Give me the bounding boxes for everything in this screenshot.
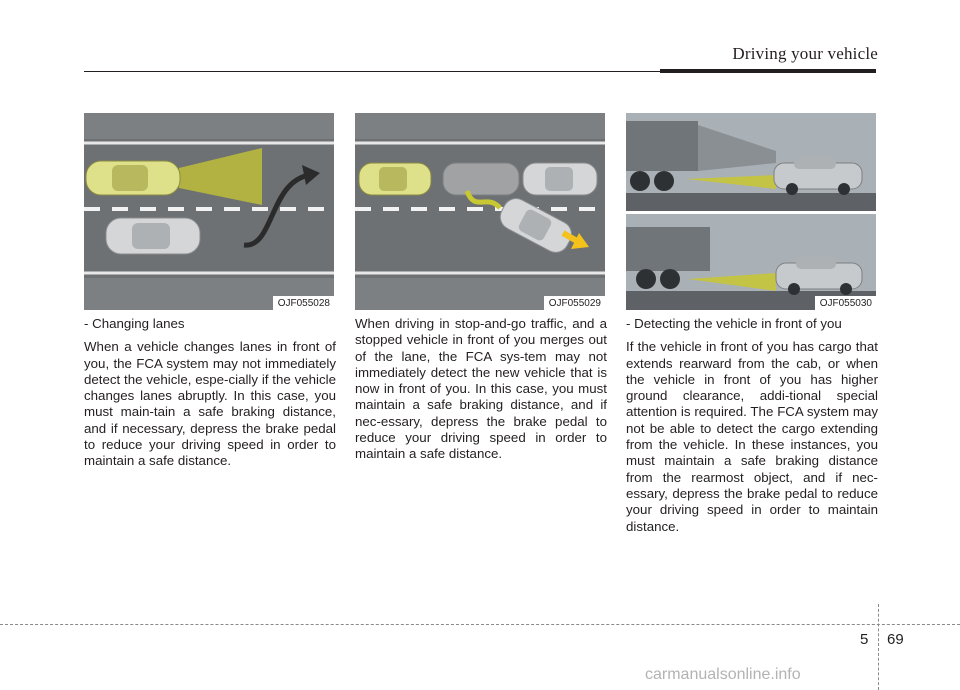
figure-code: OJF055030	[814, 296, 876, 310]
paragraph: When driving in stop-and-go traffic, and…	[355, 316, 607, 462]
figure-stop-and-go: OJF055029	[355, 113, 605, 310]
figure-code: OJF055028	[272, 296, 334, 310]
chapter-number: 5	[860, 631, 869, 648]
subheading: - Changing lanes	[84, 316, 185, 331]
footer-rule	[0, 624, 960, 625]
scene-high-clearance	[626, 214, 876, 310]
paragraph: If the vehicle in front of you has cargo…	[626, 339, 878, 534]
own-car	[85, 160, 181, 196]
watermark: carmanualsonline.info	[645, 666, 801, 683]
page-number: 69	[887, 631, 904, 648]
column-vehicle-in-front: - Detecting the vehicle in front of you …	[626, 316, 878, 542]
leading-car	[522, 162, 598, 196]
scene-high-cargo	[626, 113, 876, 211]
own-car	[358, 162, 432, 196]
header-rule-accent	[660, 69, 876, 73]
merging-car	[105, 217, 201, 255]
stop-and-go-illustration	[355, 113, 605, 310]
paragraph: When a vehicle changes lanes in front of…	[84, 339, 336, 469]
header-rule	[84, 71, 876, 72]
figure-changing-lanes: OJF055028	[84, 113, 334, 310]
footer-divider	[878, 604, 879, 690]
figure-code: OJF055029	[543, 296, 605, 310]
truck-cargo-illustration	[626, 113, 876, 310]
merging-out-car	[499, 198, 572, 253]
subheading: - Detecting the vehicle in front of you	[626, 316, 842, 331]
section-title: Driving your vehicle	[732, 44, 878, 63]
changing-lanes-illustration	[84, 113, 334, 310]
column-stop-and-go: When driving in stop-and-go traffic, and…	[355, 316, 607, 470]
column-changing-lanes: - Changing lanes When a vehicle changes …	[84, 316, 336, 477]
stopped-car-ghost	[442, 162, 520, 196]
figure-truck-cargo: OJF055030	[626, 113, 876, 310]
